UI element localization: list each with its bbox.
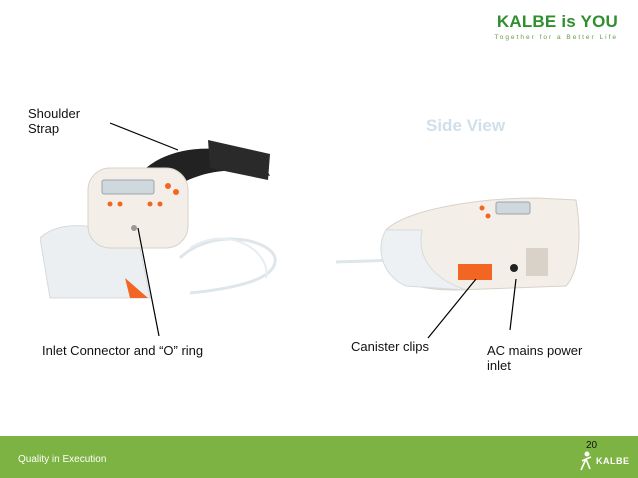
brand-title: KALBE is YOU xyxy=(496,12,618,31)
label-canister-clips: Canister clips xyxy=(351,339,430,354)
footer-text: Quality in Execution xyxy=(18,454,107,465)
footer-logo: KALBE xyxy=(596,456,630,466)
device-side-illustration xyxy=(336,197,580,291)
kalbe-figure-icon xyxy=(580,451,592,471)
label-inlet-connector: Inlet Connector and “O” ring xyxy=(42,343,204,358)
label-ac-mains: AC mains power inlet xyxy=(487,343,583,373)
label-side-view: Side View xyxy=(426,116,506,135)
pointer-lines xyxy=(109,122,517,339)
brand-logo: KALBE is YOU Together for a Better Life xyxy=(494,12,618,41)
footer-bar: Quality in Execution xyxy=(0,436,638,478)
brand-tagline: Together for a Better Life xyxy=(494,34,618,41)
label-shoulder-strap: Shoulder Strap xyxy=(28,106,81,136)
device-front-illustration xyxy=(40,140,277,299)
page-number: 20 xyxy=(586,440,598,451)
